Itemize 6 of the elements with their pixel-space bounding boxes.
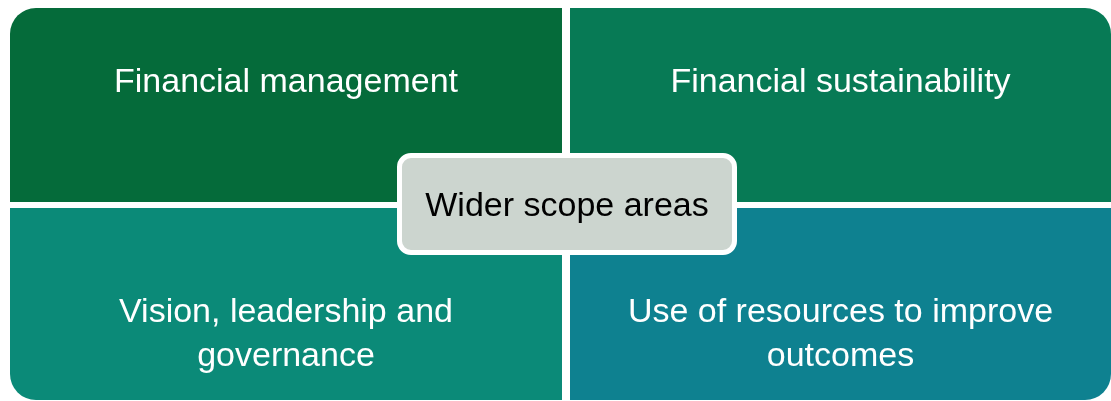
quadrant-label: Financial management (114, 60, 458, 101)
center-label: Wider scope areas (425, 184, 709, 224)
quadrant-label: Vision, leadership and governance (118, 290, 454, 376)
quadrant-label: Financial sustainability (670, 60, 1011, 101)
quadrant-label: Use of resources to improve outcomes (626, 290, 1055, 376)
center-box (397, 153, 737, 255)
